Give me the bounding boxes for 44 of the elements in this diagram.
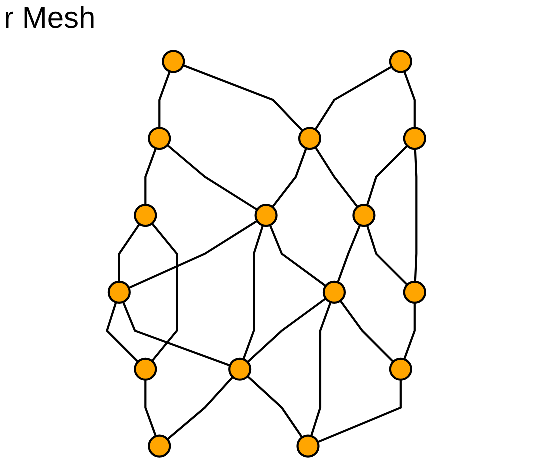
connector xyxy=(167,376,234,440)
connector xyxy=(270,224,327,288)
node-circle xyxy=(254,204,278,228)
connector xyxy=(118,224,141,282)
connector xyxy=(366,225,408,286)
node-circle xyxy=(108,280,132,304)
connector xyxy=(152,223,178,362)
connector xyxy=(247,376,304,438)
connector xyxy=(314,146,359,208)
node-circle xyxy=(162,50,186,74)
node-circle xyxy=(298,127,322,150)
connector xyxy=(167,144,258,211)
connector xyxy=(247,298,327,364)
connector xyxy=(366,145,408,206)
connector xyxy=(414,149,418,282)
connector xyxy=(242,225,264,360)
node-circle xyxy=(404,127,427,150)
connector xyxy=(272,148,308,208)
node-circle xyxy=(390,358,413,381)
connector xyxy=(106,302,140,363)
connector xyxy=(183,64,304,132)
node-circle xyxy=(148,434,172,458)
node-circle xyxy=(148,127,172,150)
connector xyxy=(310,302,332,437)
node-circle xyxy=(404,280,427,304)
connector xyxy=(404,71,416,128)
connector xyxy=(314,66,393,130)
node-circle xyxy=(134,358,158,381)
connector xyxy=(340,300,394,363)
connector xyxy=(404,302,416,360)
node-circle xyxy=(134,204,158,228)
node-circle xyxy=(352,204,376,228)
node-circle xyxy=(296,434,320,458)
connector xyxy=(337,224,362,283)
node-circle xyxy=(390,50,413,74)
connector xyxy=(158,71,172,128)
connector xyxy=(128,220,258,290)
connector xyxy=(122,302,231,367)
node-circle xyxy=(228,358,252,381)
connector xyxy=(144,380,158,437)
connector xyxy=(144,148,158,206)
connector xyxy=(318,380,402,444)
node-circle xyxy=(323,280,346,304)
diagram-title: r Mesh xyxy=(4,2,96,36)
